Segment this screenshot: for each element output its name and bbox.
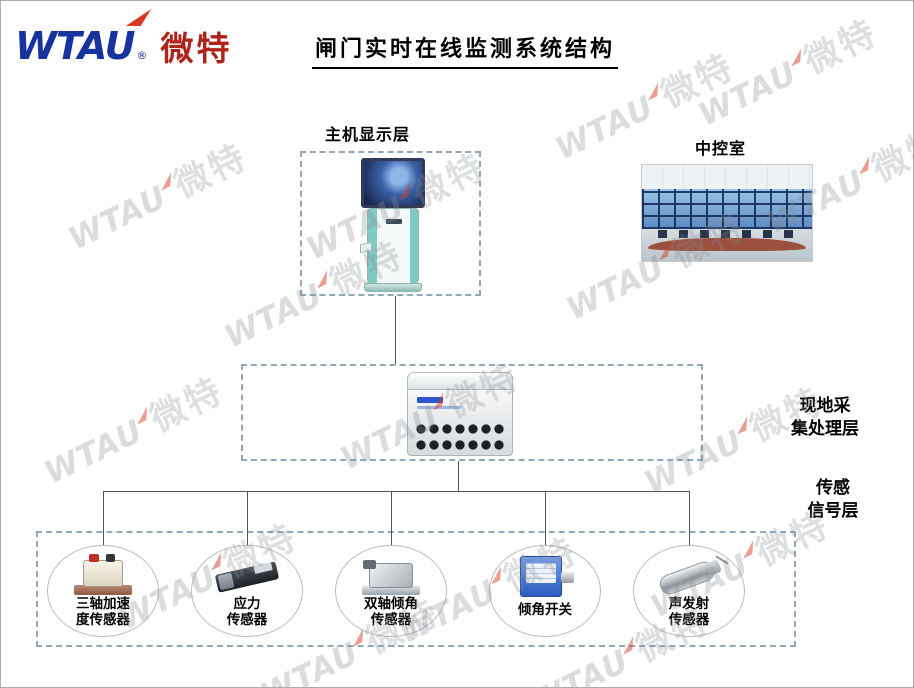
label-local-line1: 现地采	[799, 396, 851, 416]
label-local-processing-layer: 现地采 集处理层	[783, 395, 867, 441]
control-room-ceiling	[642, 165, 812, 189]
daq-front-panel	[407, 390, 513, 456]
sensor-label: 应力 传感器	[186, 596, 308, 628]
sensor-layer-box	[36, 531, 796, 647]
label-local-line2: 集处理层	[791, 418, 859, 439]
sensor-label-line1: 双轴倾角	[364, 596, 418, 612]
control-room-desks	[642, 229, 812, 261]
watermark-flag-icon	[648, 82, 658, 101]
label-control-room: 中控室	[695, 139, 747, 158]
daq-connector-row	[415, 423, 505, 435]
sensor-tilt-switch: 倾角开关	[489, 545, 601, 637]
sensor-label: 双轴倾角 传感器	[330, 596, 452, 628]
wtau-logo: WTAU ® 微特	[15, 9, 233, 68]
logo-flag-icon	[125, 9, 152, 26]
daq-device-image	[407, 372, 513, 458]
page-title: 闸门实时在线监测系统结构	[312, 31, 619, 69]
sensor-label-line2: 传感器	[668, 612, 710, 629]
control-room-image	[641, 164, 813, 262]
inclinometer-image	[362, 555, 420, 595]
kiosk-tray	[360, 241, 372, 254]
logo-cn-text: 微特	[160, 29, 233, 68]
daq-label-strip	[417, 406, 461, 409]
sensor-label: 三轴加速 度传感器	[42, 596, 164, 628]
sensor-label-line1: 三轴加速	[76, 596, 130, 612]
label-sensor-signal-layer: 传感 信号层	[791, 477, 875, 523]
sensor-dual-axis-inclinometer: 双轴倾角 传感器	[335, 545, 447, 637]
watermark: WTAU微特	[38, 370, 231, 492]
connector-line	[395, 296, 396, 364]
watermark: WTAU微特	[62, 136, 255, 258]
kiosk-screen	[361, 158, 425, 208]
kiosk-terminal-image	[360, 158, 425, 292]
watermark-flag-icon	[859, 156, 869, 175]
host-display-layer-box	[300, 151, 481, 296]
sensor-label-line1: 倾角开关	[518, 602, 572, 618]
sensor-label: 声发射 传感器	[628, 596, 750, 628]
kiosk-body	[360, 208, 419, 284]
sensor-label-line2: 传感器	[370, 612, 412, 629]
watermark-flag-icon	[137, 406, 147, 425]
label-signal-line1: 传感	[816, 478, 850, 498]
sensor-label-line1: 应力	[233, 596, 261, 612]
connector-line	[247, 491, 248, 546]
daq-connector-row	[415, 439, 505, 451]
control-room-video-wall	[642, 189, 812, 229]
sensor-label-line1: 声发射	[668, 596, 710, 612]
label-signal-line2: 信号层	[807, 500, 859, 521]
label-host-display-layer: 主机显示层	[325, 125, 411, 144]
connector-line	[103, 491, 104, 546]
tilt-switch-image	[516, 555, 574, 599]
daq-top-cover	[407, 372, 513, 390]
local-processing-layer-box	[241, 364, 703, 461]
connector-line	[545, 491, 546, 546]
watermark-flag-icon	[737, 416, 747, 435]
watermark-flag-icon	[791, 48, 801, 67]
sensor-triaxial-accelerometer: 三轴加速 度传感器	[47, 545, 159, 637]
daq-logo-mark	[417, 397, 443, 403]
acoustic-emission-sensor-image	[655, 555, 729, 599]
connector-line	[391, 491, 392, 546]
connector-line	[103, 491, 690, 492]
sensor-acoustic-emission: 声发射 传感器	[633, 545, 745, 637]
logo-brand-text: WTAU	[15, 24, 135, 68]
kiosk-screen-content	[364, 161, 422, 205]
sensor-label: 倾角开关	[484, 602, 606, 618]
watermark: WTAU微特	[692, 12, 885, 134]
stress-sensor-image	[214, 555, 280, 595]
sensor-label-line2: 传感器	[226, 612, 268, 629]
registered-mark: ®	[136, 49, 148, 62]
accelerometer-image	[74, 554, 132, 595]
watermark-flag-icon	[161, 172, 171, 191]
sensor-stress: 应力 传感器	[191, 545, 303, 637]
connector-line	[458, 461, 459, 492]
sensor-label-line2: 度传感器	[76, 612, 130, 629]
connector-line	[689, 491, 690, 546]
kiosk-base	[364, 283, 422, 292]
